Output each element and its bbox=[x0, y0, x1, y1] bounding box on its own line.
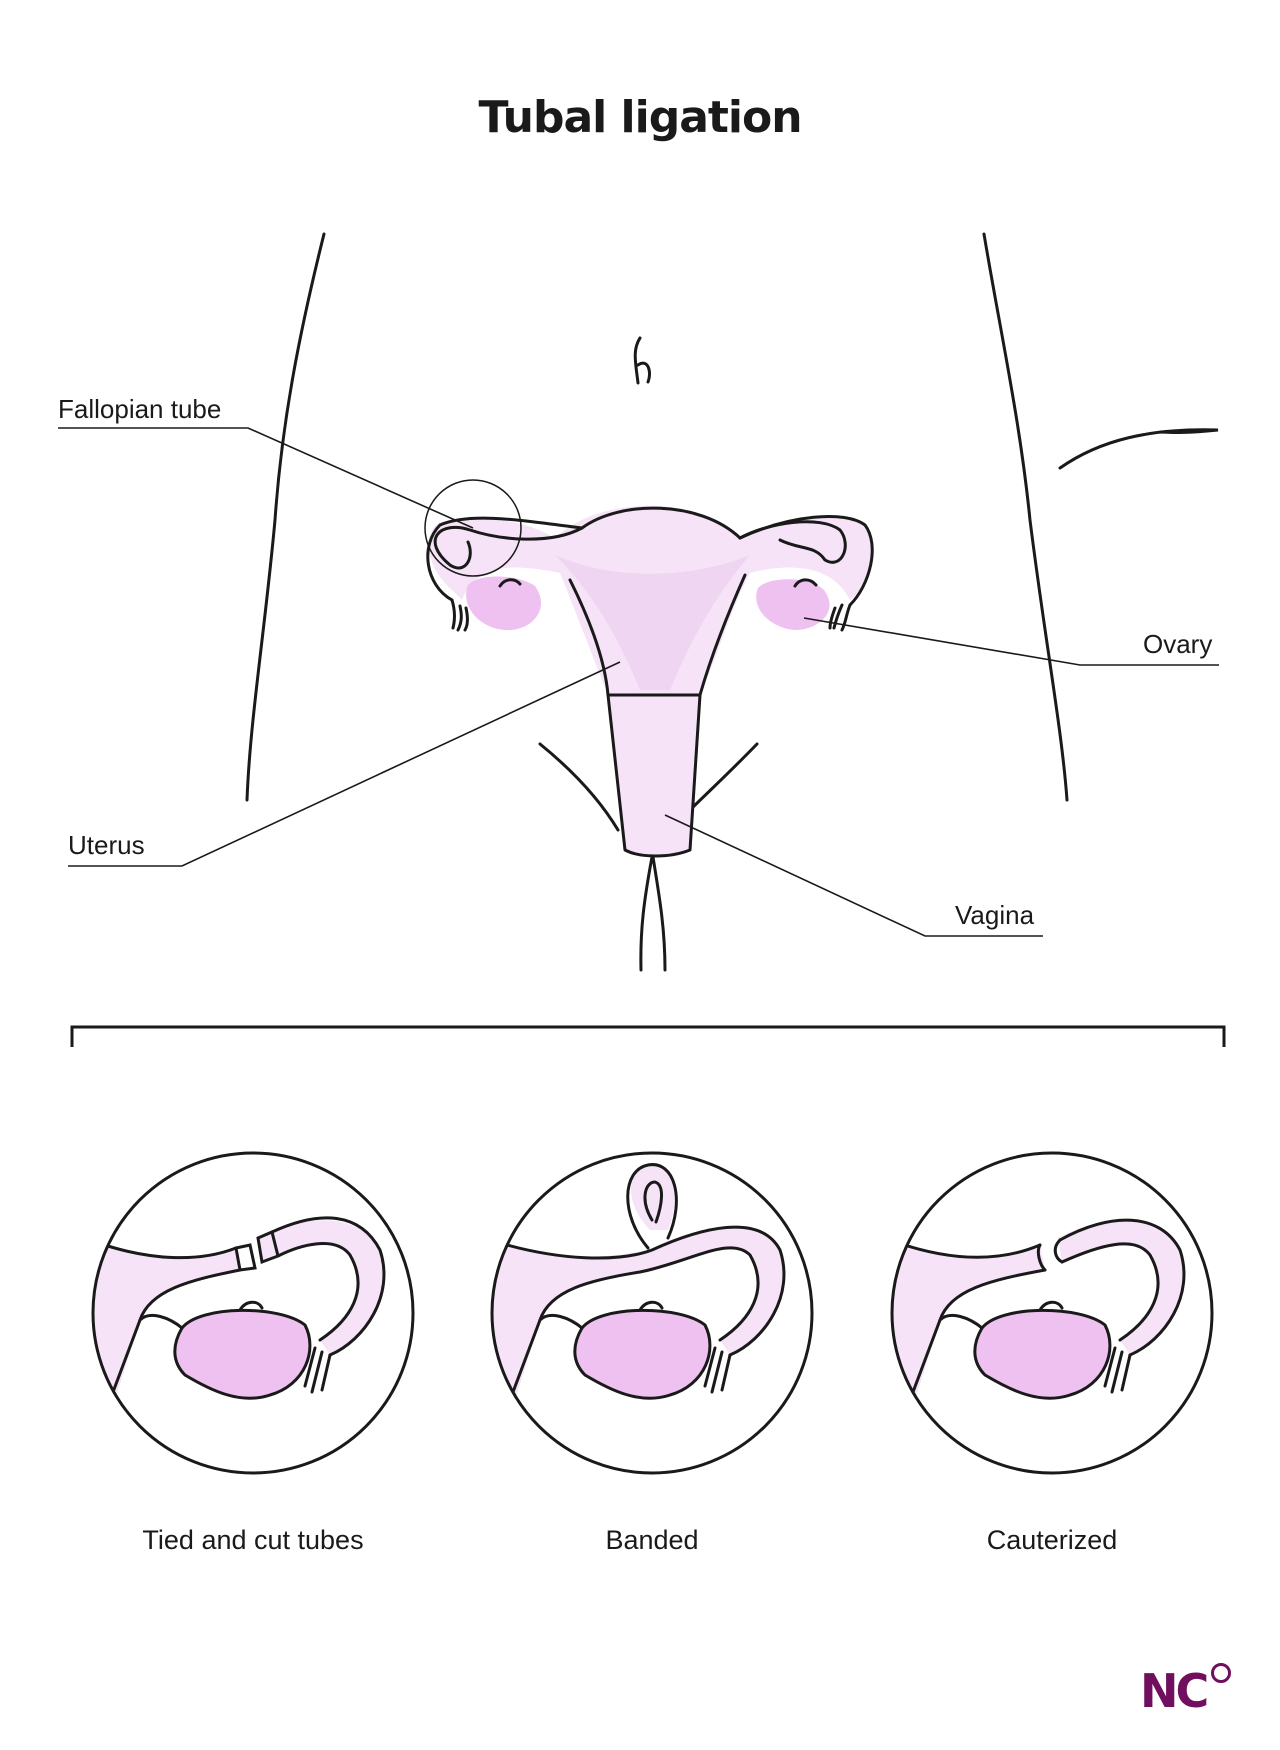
ovary-right bbox=[756, 579, 830, 630]
uterine-cavity bbox=[555, 555, 750, 690]
leader-lines bbox=[58, 427, 1219, 937]
logo-text: NC bbox=[1140, 1664, 1209, 1718]
uterus-outline bbox=[568, 573, 747, 858]
leader-fallopian-tube bbox=[58, 427, 474, 529]
leader-uterus bbox=[68, 661, 621, 867]
caption-cauterized: Cauterized bbox=[986, 1525, 1118, 1555]
method-diagram-banded bbox=[490, 1151, 814, 1475]
section-bracket bbox=[70, 1025, 1226, 1047]
groin-right bbox=[686, 742, 759, 814]
ovary-left bbox=[466, 576, 542, 631]
caption-tied-and-cut: Tied and cut tubes bbox=[142, 1525, 364, 1555]
fallopian-tube-left bbox=[433, 506, 742, 570]
label-uterus: Uterus bbox=[68, 830, 145, 860]
navel bbox=[633, 336, 652, 385]
leader-vagina bbox=[664, 814, 1043, 937]
caption-banded: Banded bbox=[605, 1525, 699, 1555]
reproductive-organs bbox=[424, 479, 874, 858]
logo-ring-icon bbox=[1211, 1663, 1231, 1683]
label-fallopian-tube: Fallopian tube bbox=[58, 394, 222, 424]
label-ovary: Ovary bbox=[1143, 629, 1213, 659]
highlight-circle bbox=[424, 479, 522, 577]
body-outline bbox=[245, 232, 1219, 972]
legs-gap bbox=[639, 855, 667, 972]
page-title: Tubal ligation bbox=[478, 92, 802, 143]
label-vagina: Vagina bbox=[955, 900, 1035, 930]
method-diagram-cauterized bbox=[890, 1151, 1214, 1475]
method-diagram-tied-cut bbox=[91, 1151, 415, 1475]
groin-left bbox=[538, 742, 620, 832]
leader-ovary bbox=[803, 617, 1219, 666]
hip-line bbox=[1058, 428, 1219, 470]
